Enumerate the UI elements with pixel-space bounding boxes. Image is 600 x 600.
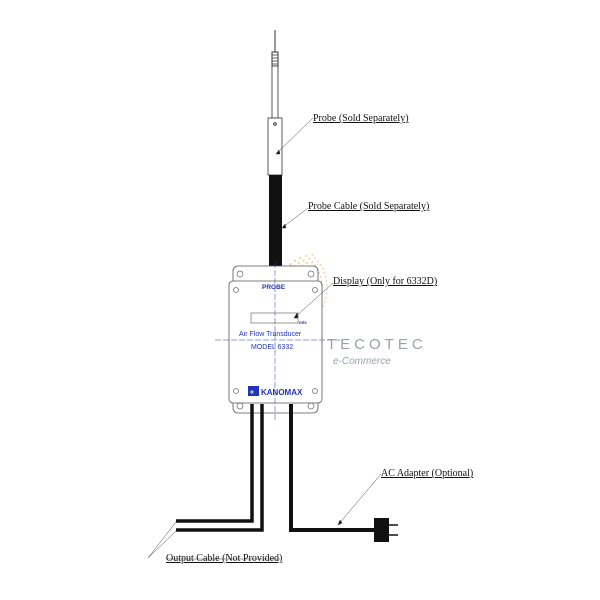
watermark-dot [314,257,317,259]
watermark-dot [321,267,324,270]
watermark-dot [325,297,327,299]
brand-label: KANOMAX [261,388,303,397]
output-cable-label: Output Cable (Not Provided) [166,553,282,564]
watermark-title: TECOTEC [327,336,427,353]
device-name: Air Flow Transducer [239,331,302,338]
transducer-box: PROBE m/s Air Flow Transducer MODEL 6332… [215,262,340,420]
watermark-dot [325,280,328,282]
svg-text:«: « [250,389,254,396]
output-cable [176,404,264,532]
watermark-dot [323,271,326,274]
device-model: MODEL 6332 [251,344,293,351]
watermark-dot [323,301,326,304]
watermark-dot [322,305,324,308]
watermark-dot [308,257,311,260]
watermark-dot [324,275,327,278]
watermark-dot [302,259,305,262]
watermark-dot [318,272,321,275]
probe-label: Probe (Sold Separately) [313,113,409,124]
display-label: Display (Only for 6332D) [333,276,437,287]
ac-adapter-label: AC Adapter (Optional) [381,468,473,479]
watermark-dot [289,263,292,266]
watermark-dot [311,261,314,263]
watermark-subtitle: e-Commerce [333,356,391,367]
watermark-dot [305,255,307,257]
kanomax-logo-icon [248,386,259,396]
watermark-dot [311,254,314,256]
watermark-dot [317,260,320,263]
probe [267,30,283,270]
watermark-dot [297,261,300,265]
watermark-dot [326,284,328,287]
ac-adapter [289,404,398,542]
watermark-dot [299,257,302,260]
probe-cable [269,175,282,270]
watermark-dot [305,262,308,265]
watermark-dot [319,263,322,266]
probe-cable-label: Probe Cable (Sold Separately) [308,201,429,212]
watermark-dot [293,259,296,262]
watermark-dot [319,276,322,279]
unit-label: m/s [299,320,307,325]
probe-port-label: PROBE [262,284,286,291]
watermark-dot [325,292,328,295]
